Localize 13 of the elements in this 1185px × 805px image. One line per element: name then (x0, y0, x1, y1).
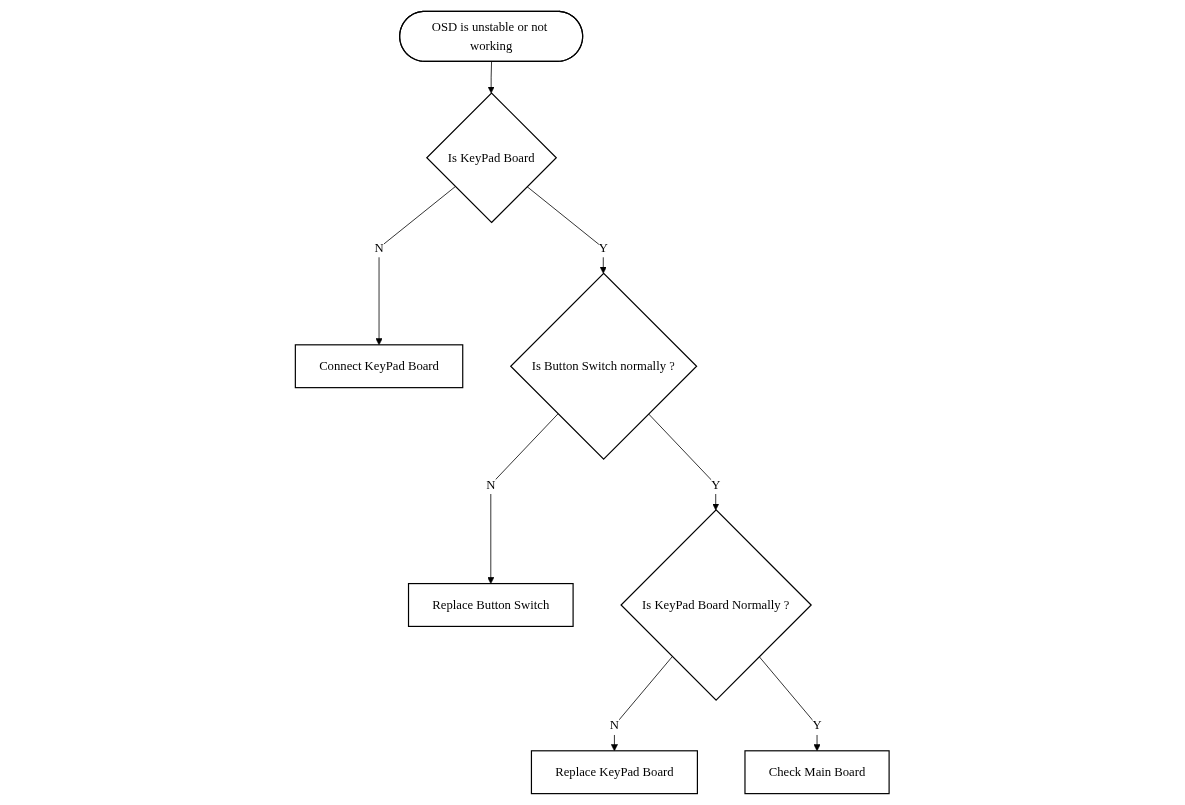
node-diamond: Is KeyPad Board (426, 92, 558, 224)
edge-label: N (374, 240, 384, 255)
node-diamond: Is KeyPad Board Normally ? (620, 509, 813, 701)
edge-label: N (610, 718, 620, 732)
edge-label: Y (711, 477, 721, 491)
node-diamond: Is Button Switch normally ? (510, 272, 698, 461)
node-box: Check Main Board (744, 750, 890, 795)
node-box: Connect KeyPad Board (295, 344, 464, 389)
edge-label: Y (812, 718, 822, 732)
node-box: Replace Button Switch (408, 583, 574, 627)
node-box: Replace KeyPad Board (531, 750, 699, 795)
edge-label: N (486, 477, 496, 491)
edge-label: Y (598, 240, 609, 255)
